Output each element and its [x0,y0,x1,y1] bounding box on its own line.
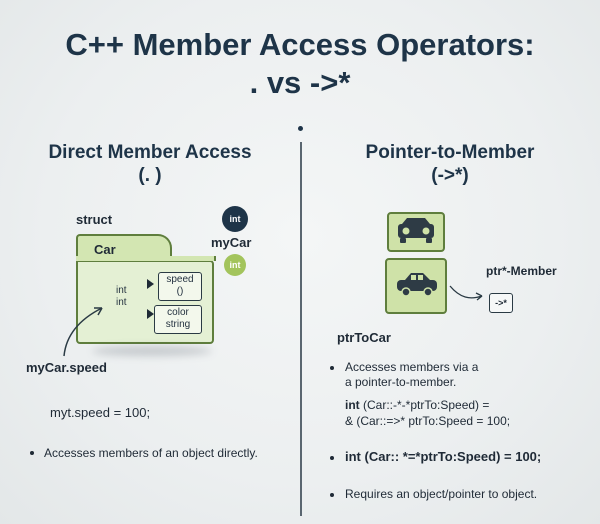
member-color-name: color [167,307,189,318]
access-label: myCar.speed [26,360,107,375]
op-box: ->* [489,293,513,313]
car-side-icon [397,273,437,297]
type-int-2: int [116,297,127,308]
pointer-arrow [449,285,483,301]
left-bullet-dot [30,451,34,455]
left-heading: Direct Member Access [48,142,252,163]
right-code3: int (Car:: *=*ptrTo:Speed) = 100; [345,449,542,464]
right-bullet2-text: Requires an object/pointer to object. [345,487,538,501]
right-bullet3-dot [330,493,334,497]
member-box-color: color string [154,305,202,334]
divider-dot [298,126,303,131]
right-bullet1-dot [330,366,334,370]
right-code1-keyword: int [345,398,360,412]
type-int-1: int [116,285,127,296]
right-code2: & (Car::=>* ptrTo:Speed = 100; [345,414,511,428]
arrow-marker-2 [147,309,154,319]
right-bullet1-line1: Accesses members via a [345,360,479,374]
badge-int-green: int [224,254,246,276]
folder-lid [76,256,216,261]
right-subheading: (->*) [431,165,469,186]
main-title-line1: C++ Member Access Operators: [65,27,535,62]
right-bullet1-line2: a pointer-to-member. [345,375,457,389]
folder-label: Car [94,242,116,257]
car-side-tile [385,258,447,314]
divider-line [300,142,302,516]
ptr-name: ptrToCar [337,330,391,345]
left-code: myt.speed = 100; [50,405,151,420]
member-color-type: string [165,319,191,330]
member-box-speed: speed () [158,272,202,301]
right-code1: int (Car::-*-*ptrTo:Speed) = [345,398,489,412]
object-label: myCar [211,235,252,250]
access-arrow [63,307,103,357]
car-front-tile [387,212,445,252]
right-bullet2-dot [330,456,334,460]
right-heading: Pointer-to-Member [365,142,535,163]
left-bullet-text: Accesses members of an object directly. [44,446,258,460]
car-front-icon [398,218,434,243]
ptr-member-label: ptr*-Member [486,264,557,278]
badge-int-dark: int [222,206,248,232]
struct-label: struct [76,212,113,227]
member-speed-name: speed [166,274,194,285]
folder-shadow [92,346,212,356]
left-subheading: (. ) [138,165,162,186]
member-speed-sig: () [176,286,184,297]
main-title-line2: . vs ->* [249,65,351,100]
arrow-marker-1 [147,279,154,289]
right-code1-rest: (Car::-*-*ptrTo:Speed) = [359,398,490,412]
